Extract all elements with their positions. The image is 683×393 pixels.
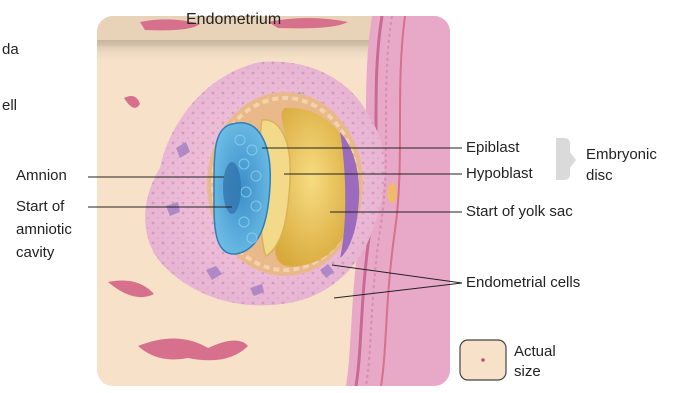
label-amnion: Amnion <box>16 166 67 186</box>
label-hypoblast: Hypoblast <box>466 164 533 184</box>
label-embryonic-disc-2: disc <box>586 166 613 186</box>
cropped-text-1: da <box>2 40 19 60</box>
page-title: Endometrium <box>186 10 281 30</box>
label-embryonic-disc-1: Embryonic <box>586 145 657 165</box>
label-endometrial-cells: Endometrial cells <box>466 273 580 293</box>
label-epiblast: Epiblast <box>466 138 519 158</box>
label-actual-size-2: size <box>514 362 541 382</box>
actual-size-dot <box>481 358 485 362</box>
amniotic-cavity <box>223 162 241 214</box>
label-actual-size-1: Actual <box>514 342 556 362</box>
cropped-text-2: ell <box>2 96 17 116</box>
embryonic-disc-bracket <box>556 138 576 180</box>
title-tab: Endometrium <box>178 8 328 38</box>
label-start-amniotic-2: amniotic <box>16 220 72 240</box>
label-start-amniotic-3: cavity <box>16 243 54 263</box>
label-start-amniotic-1: Start of <box>16 197 64 217</box>
label-start-yolk-sac: Start of yolk sac <box>466 202 573 222</box>
